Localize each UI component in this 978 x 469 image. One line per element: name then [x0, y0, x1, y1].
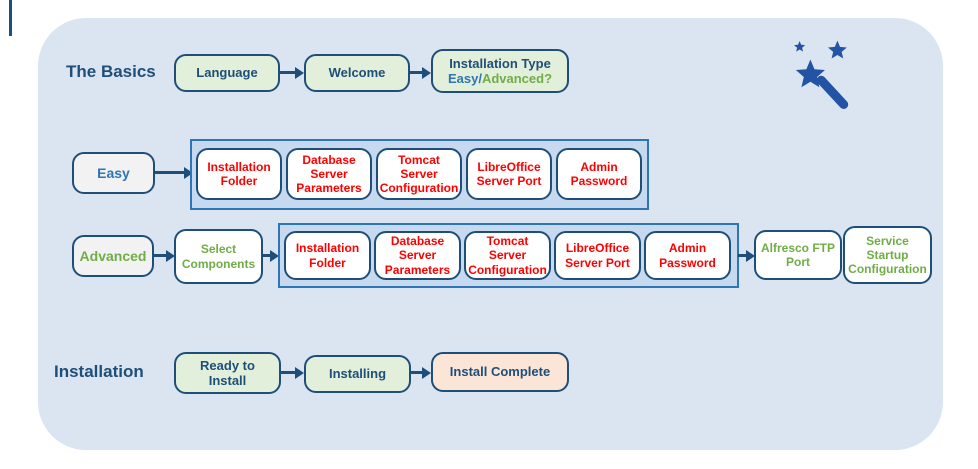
step-welcome-label: Welcome: [328, 65, 386, 81]
branch-easy-label: Easy: [97, 164, 130, 181]
branch-easy: Easy: [72, 152, 155, 194]
row-label-installation: Installation: [54, 362, 144, 381]
step-install-complete: Install Complete: [431, 352, 569, 392]
step-service-startup-config: Service Startup Configuration: [843, 226, 932, 284]
step-select-components: Select Components: [174, 229, 263, 284]
advanced-step-label: Tomcat Server Configuration: [468, 234, 547, 277]
easy-step-tomcat-config: Tomcat Server Configuration: [376, 148, 462, 200]
arrow-welcome-installtype: [410, 66, 431, 79]
wand-medium-star: [827, 40, 847, 59]
arrow-advanced-select: [154, 249, 175, 262]
step-ready-to-install: Ready to Install: [174, 352, 281, 394]
advanced-step-database-server: Database Server Parameters: [374, 231, 461, 280]
arrow-ready-installing: [281, 366, 304, 379]
advanced-step-tomcat-config: Tomcat Server Configuration: [464, 231, 551, 280]
easy-choice-label: Easy/: [447, 71, 482, 86]
easy-step-label: Installation Folder: [207, 159, 271, 188]
wand-handle: [816, 75, 849, 109]
row-label-basics: The Basics: [66, 62, 156, 81]
easy-step-label: Database Server Parameters: [296, 152, 362, 196]
page-edge-artifact: [9, 0, 12, 36]
step-alfresco-ftp-port: Alfresco FTP Port: [754, 230, 842, 280]
wand-large-star: [795, 59, 825, 88]
easy-step-admin-password: Admin Password: [556, 148, 642, 200]
step-language-label: Language: [196, 65, 258, 81]
advanced-step-label: Database Server Parameters: [384, 234, 451, 277]
installing-label: Installing: [328, 366, 387, 382]
easy-step-libreoffice-port: LibreOffice Server Port: [466, 148, 552, 200]
advanced-step-admin-password: Admin Password: [644, 231, 731, 280]
arrow-select-group: [263, 249, 279, 262]
easy-step-label: LibreOffice Server Port: [476, 159, 542, 188]
arrow-language-welcome: [280, 66, 304, 79]
advanced-step-label: Installation Folder: [295, 241, 360, 270]
arrow-group-ftp: [738, 249, 755, 262]
magic-wand-icon: [794, 40, 849, 109]
installation-type-title: Installation Type: [449, 55, 551, 71]
install-complete-label: Install Complete: [449, 364, 551, 380]
advanced-step-label: Admin Password: [659, 241, 716, 270]
service-startup-label: Service Startup Configuration: [848, 233, 927, 277]
arrow-installing-complete: [411, 366, 431, 379]
arrow-easy-group: [155, 166, 193, 179]
installation-type-choice: Easy/Advanced?: [448, 71, 552, 86]
step-installing: Installing: [304, 355, 411, 393]
advanced-step-libreoffice-port: LibreOffice Server Port: [554, 231, 641, 280]
step-welcome: Welcome: [304, 54, 410, 92]
advanced-choice-label: Advanced?: [481, 71, 553, 86]
advanced-step-label: LibreOffice Server Port: [565, 241, 630, 270]
easy-step-label: Admin Password: [570, 159, 628, 188]
select-components-label: Select Components: [181, 242, 256, 271]
step-installation-type: Installation Type Easy/Advanced?: [431, 49, 569, 93]
step-language: Language: [174, 54, 280, 92]
branch-advanced: Advanced: [72, 235, 154, 277]
advanced-step-installation-folder: Installation Folder: [284, 231, 371, 280]
easy-step-label: Tomcat Server Configuration: [379, 152, 459, 196]
wand-small-star: [794, 41, 806, 52]
ready-to-install-label: Ready to Install: [200, 357, 255, 388]
easy-step-database-server: Database Server Parameters: [286, 148, 372, 200]
branch-advanced-label: Advanced: [79, 247, 147, 264]
alfresco-ftp-label: Alfresco FTP Port: [760, 240, 835, 269]
easy-step-installation-folder: Installation Folder: [196, 148, 282, 200]
